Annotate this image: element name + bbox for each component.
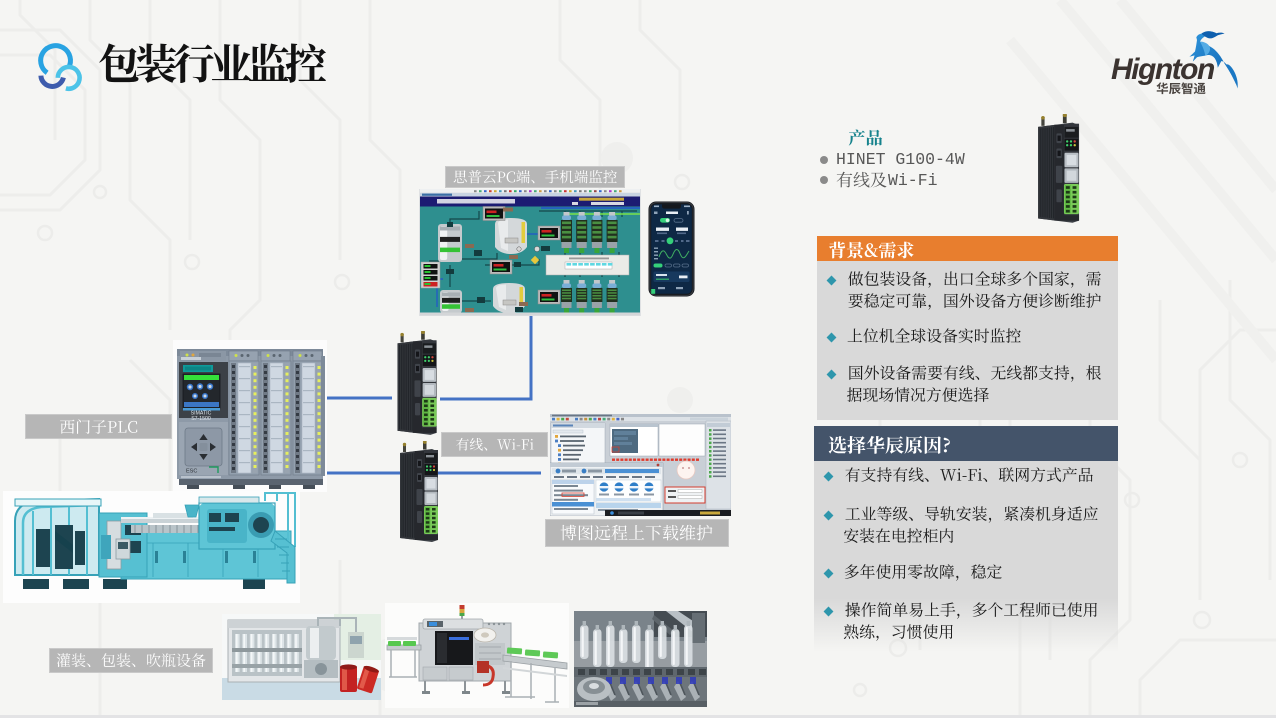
- svg-text:SIMATIC: SIMATIC: [191, 411, 212, 417]
- svg-text:ESC: ESC: [186, 469, 197, 475]
- svg-text:S7-1500: S7-1500: [191, 416, 211, 422]
